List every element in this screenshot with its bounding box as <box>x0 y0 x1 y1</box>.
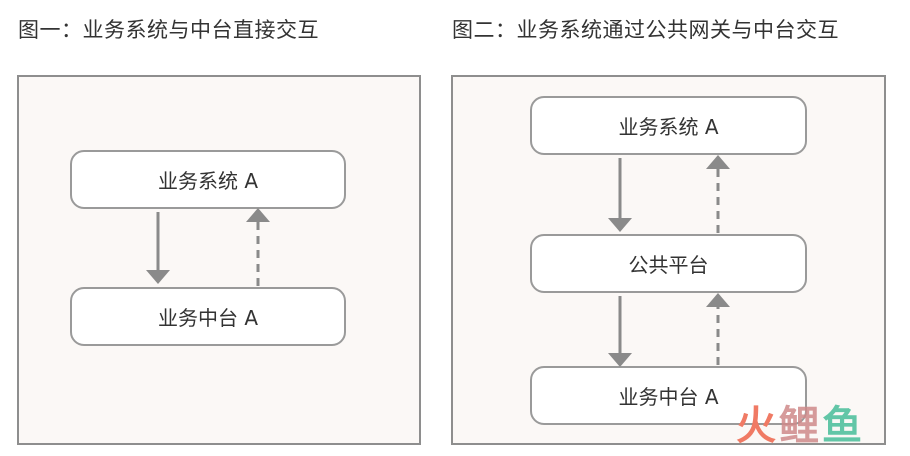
diagram-1-business-system-label: 业务系统 A <box>157 169 259 193</box>
diagram-2-business-platform-label: 业务中台 A <box>618 385 719 409</box>
diagram-2-business-system-node: 业务系统 A <box>530 96 807 155</box>
diagram-2-title: 图二：业务系统通过公共网关与中台交互 <box>452 18 839 42</box>
diagram-1-panel <box>17 75 421 445</box>
diagram-2-public-platform-node: 公共平台 <box>530 234 807 293</box>
watermark-logo: 火 鲤 鱼 <box>736 404 862 448</box>
watermark-char-3: 鱼 <box>822 403 862 449</box>
diagram-2-business-system-label: 业务系统 A <box>618 115 719 139</box>
watermark-char-1: 火 <box>736 403 776 449</box>
diagram-1-business-system-node: 业务系统 A <box>70 150 346 209</box>
diagram-1-business-platform-node: 业务中台 A <box>70 287 346 346</box>
diagram-1-business-platform-label: 业务中台 A <box>157 306 259 330</box>
diagram-2-public-platform-label: 公共平台 <box>628 253 709 277</box>
diagram-1-title: 图一：业务系统与中台直接交互 <box>18 18 319 42</box>
diagram-2-business-platform-node: 业务中台 A <box>530 366 807 425</box>
watermark-char-2: 鲤 <box>779 403 819 449</box>
